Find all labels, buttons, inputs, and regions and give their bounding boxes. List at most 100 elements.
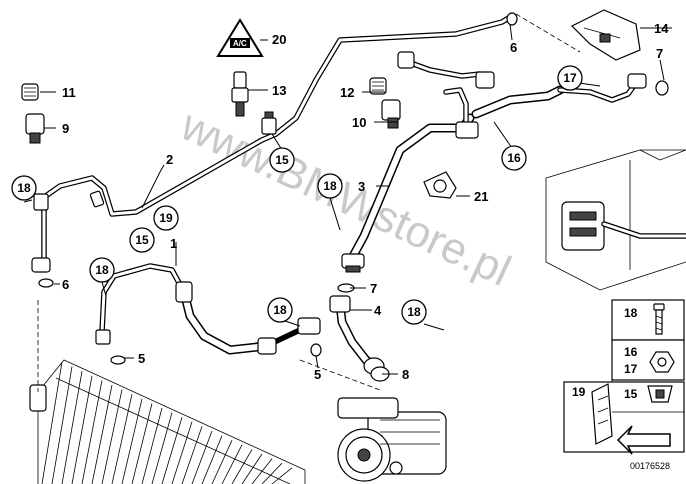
condenser-fin	[101, 389, 123, 484]
condenser-fin	[191, 430, 213, 484]
hose-16	[397, 51, 647, 139]
svg-text:18: 18	[323, 179, 337, 193]
condenser-fin	[91, 384, 113, 484]
label-10: 10	[352, 115, 366, 130]
svg-text:19: 19	[159, 211, 173, 225]
frame-line	[515, 13, 581, 53]
condenser-fin	[251, 458, 273, 484]
valve-10	[381, 99, 401, 129]
condenser-fin	[131, 403, 153, 484]
label-1: 1	[170, 236, 177, 251]
legend-item-15-clip: 15	[624, 385, 673, 403]
label-6: 6	[62, 277, 69, 292]
svg-text:A/C: A/C	[233, 39, 247, 48]
legend-item-18-bolt: 18	[624, 303, 665, 335]
legend-item-19-bracket: 19	[572, 383, 613, 445]
svg-text:18: 18	[273, 303, 287, 317]
arrow-icon	[616, 425, 671, 455]
label-13: 13	[272, 83, 286, 98]
o-ring	[506, 12, 518, 26]
callout-18-hose-1: 18	[89, 257, 115, 283]
pressure-sensor-13	[231, 71, 249, 117]
condenser-fin	[141, 407, 163, 484]
label-6-top: 6	[510, 40, 517, 55]
label-9: 9	[62, 121, 69, 136]
callout-19: 19	[153, 205, 179, 231]
svg-text:18: 18	[17, 181, 31, 195]
condenser-fin	[51, 366, 73, 484]
label-12: 12	[340, 85, 354, 100]
o-ring	[110, 355, 126, 365]
callout-15-sensor: 15	[269, 147, 295, 173]
svg-text:19: 19	[572, 385, 586, 399]
condenser-fin	[121, 398, 143, 484]
label-3: 3	[358, 179, 365, 194]
svg-text:16: 16	[624, 345, 638, 359]
callout-18-hose-3: 18	[317, 173, 343, 199]
warning-triangle-icon: A/C	[216, 18, 264, 57]
svg-text:18: 18	[95, 263, 109, 277]
condenser-fin	[71, 375, 93, 484]
label-4: 4	[374, 303, 382, 318]
svg-text:18: 18	[407, 305, 421, 319]
condenser-fin	[111, 394, 133, 484]
svg-text:17: 17	[563, 71, 577, 85]
clamp-21	[423, 171, 457, 199]
leader-lines	[23, 23, 672, 375]
condenser-fin	[261, 462, 283, 484]
condenser-fin	[41, 361, 63, 484]
callout-17: 17	[557, 65, 583, 91]
diagram-code: 00176528	[630, 461, 670, 471]
hose-1	[95, 263, 321, 355]
condenser-fin	[221, 444, 243, 484]
valve-9	[25, 113, 45, 144]
o-ring	[38, 278, 54, 288]
callout-18-left: 18	[11, 175, 37, 201]
label-2: 2	[166, 152, 173, 167]
callout-16: 16	[501, 145, 527, 171]
label-7: 7	[370, 281, 377, 296]
o-ring	[655, 80, 669, 96]
label-14: 14	[654, 21, 669, 36]
label-20: 20	[272, 32, 286, 47]
cap-11	[21, 83, 39, 101]
condenser-fin	[151, 412, 173, 484]
frame-line	[299, 359, 381, 391]
ac-compressor	[337, 397, 447, 482]
svg-text:16: 16	[507, 151, 521, 165]
cap-12	[369, 77, 387, 95]
callout-15-left: 15	[129, 227, 155, 253]
label-5-left: 5	[138, 351, 145, 366]
pipe-2	[31, 13, 515, 273]
condenser-fin	[231, 449, 253, 484]
label-21: 21	[474, 189, 488, 204]
label-7-top: 7	[656, 46, 663, 61]
svg-text:15: 15	[275, 153, 289, 167]
label-8: 8	[402, 367, 409, 382]
o-ring	[310, 343, 322, 357]
legend-item-16-17-nut: 16 17	[624, 345, 675, 376]
callout-18-right: 18	[401, 299, 427, 325]
legend-panel	[563, 299, 685, 453]
svg-text:17: 17	[624, 362, 638, 376]
condenser-fin	[211, 440, 233, 484]
svg-text:15: 15	[624, 387, 638, 401]
callout-18-center: 18	[267, 297, 293, 323]
condenser-fin	[201, 435, 223, 484]
condenser-fin	[181, 426, 203, 484]
condenser-fin	[271, 467, 293, 484]
label-11: 11	[62, 85, 76, 100]
condenser	[29, 359, 306, 484]
svg-text:15: 15	[135, 233, 149, 247]
bracket-14	[570, 9, 641, 61]
svg-text:18: 18	[624, 306, 638, 320]
engine-bay-detail	[545, 149, 686, 291]
sensor-15	[261, 111, 277, 135]
condenser-fin	[161, 417, 183, 484]
condenser-fin	[241, 453, 263, 484]
condenser-fin	[81, 380, 103, 484]
label-5-center: 5	[314, 367, 321, 382]
condenser-fin	[61, 371, 83, 484]
condenser-fin	[171, 421, 193, 484]
